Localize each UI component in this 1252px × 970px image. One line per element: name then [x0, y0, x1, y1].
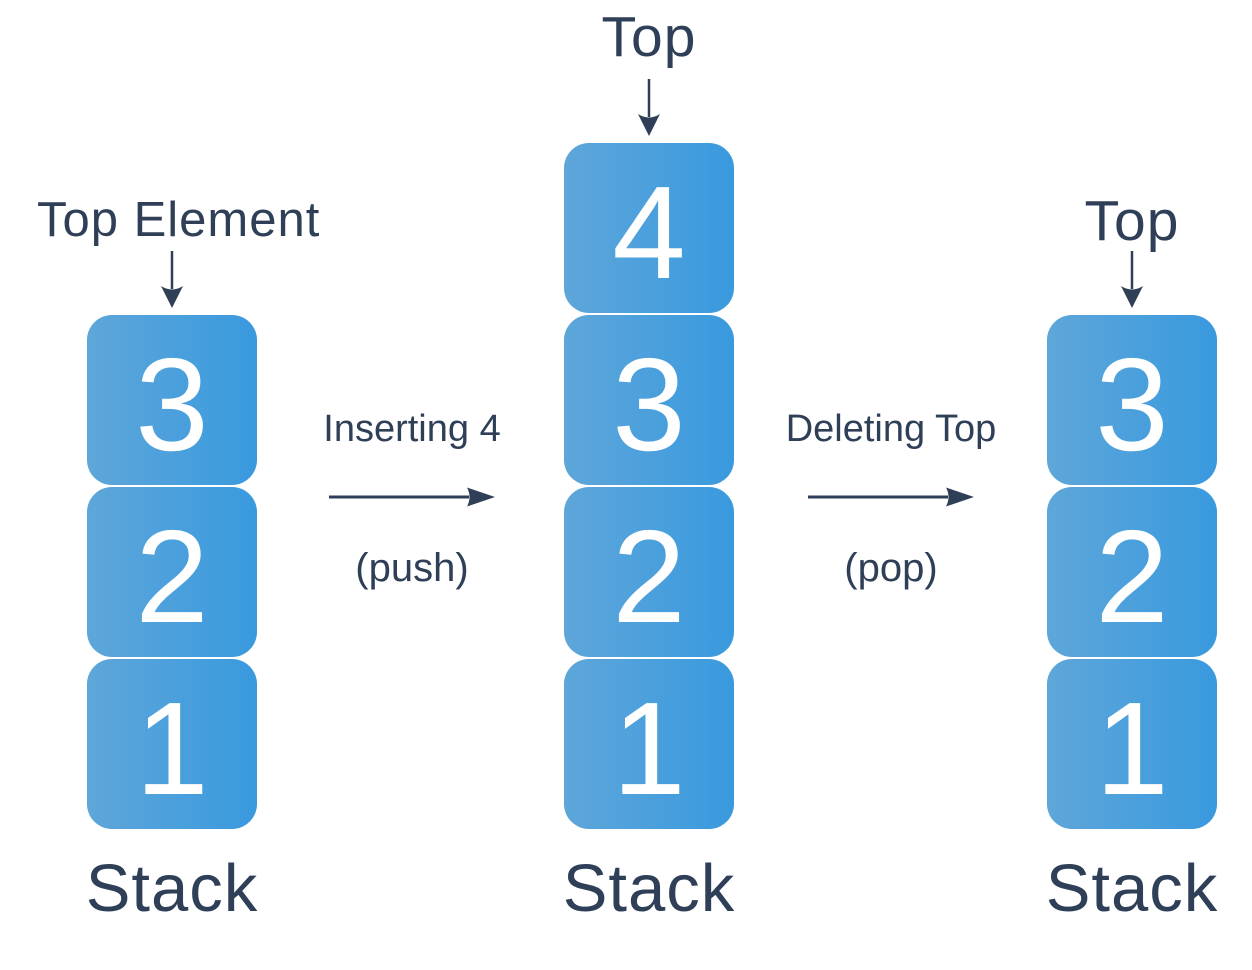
- stack-element-box: 1: [1047, 659, 1217, 829]
- stack-element-box: 3: [1047, 315, 1217, 485]
- stack-element-box: 2: [564, 487, 734, 657]
- right-arrow-icon: [329, 487, 495, 507]
- stack-element-box: 3: [564, 315, 734, 485]
- stack-initial: Top Element 3 2 1 Stack: [37, 0, 321, 970]
- pop-operation-sublabel: (pop): [844, 546, 938, 590]
- stack-caption: Stack: [1045, 851, 1219, 926]
- stack-element-box: 1: [87, 659, 257, 829]
- stack-element-box: 2: [87, 487, 257, 657]
- down-arrow-icon: [1121, 251, 1143, 308]
- stack-caption: Stack: [562, 851, 736, 926]
- down-arrow-icon: [638, 79, 660, 136]
- stack-after-pop: Top 3 2 1 Stack: [997, 0, 1252, 970]
- stack-after-push: Top 4 3 2 1 Stack: [514, 0, 784, 970]
- push-operation-sublabel: (push): [355, 546, 469, 590]
- pop-operation-label: Deleting Top: [785, 408, 997, 450]
- stack-element-box: 1: [564, 659, 734, 829]
- top-pointer-label: Top: [601, 5, 697, 69]
- stack-element-box: 2: [1047, 487, 1217, 657]
- stack-caption: Stack: [85, 851, 259, 926]
- push-operation: Inserting 4 (push): [297, 0, 527, 970]
- pop-operation: Deleting Top (pop): [776, 0, 1006, 970]
- top-pointer-label: Top Element: [37, 193, 321, 247]
- right-arrow-icon: [808, 487, 974, 507]
- down-arrow-icon: [161, 251, 183, 308]
- stack-element-box: 4: [564, 143, 734, 313]
- stack-boxes: 4 3 2 1: [564, 143, 734, 829]
- top-pointer-label: Top: [1084, 189, 1180, 253]
- stack-element-box: 3: [87, 315, 257, 485]
- stack-boxes: 3 2 1: [87, 315, 257, 829]
- push-operation-label: Inserting 4: [323, 408, 501, 450]
- stack-boxes: 3 2 1: [1047, 315, 1217, 829]
